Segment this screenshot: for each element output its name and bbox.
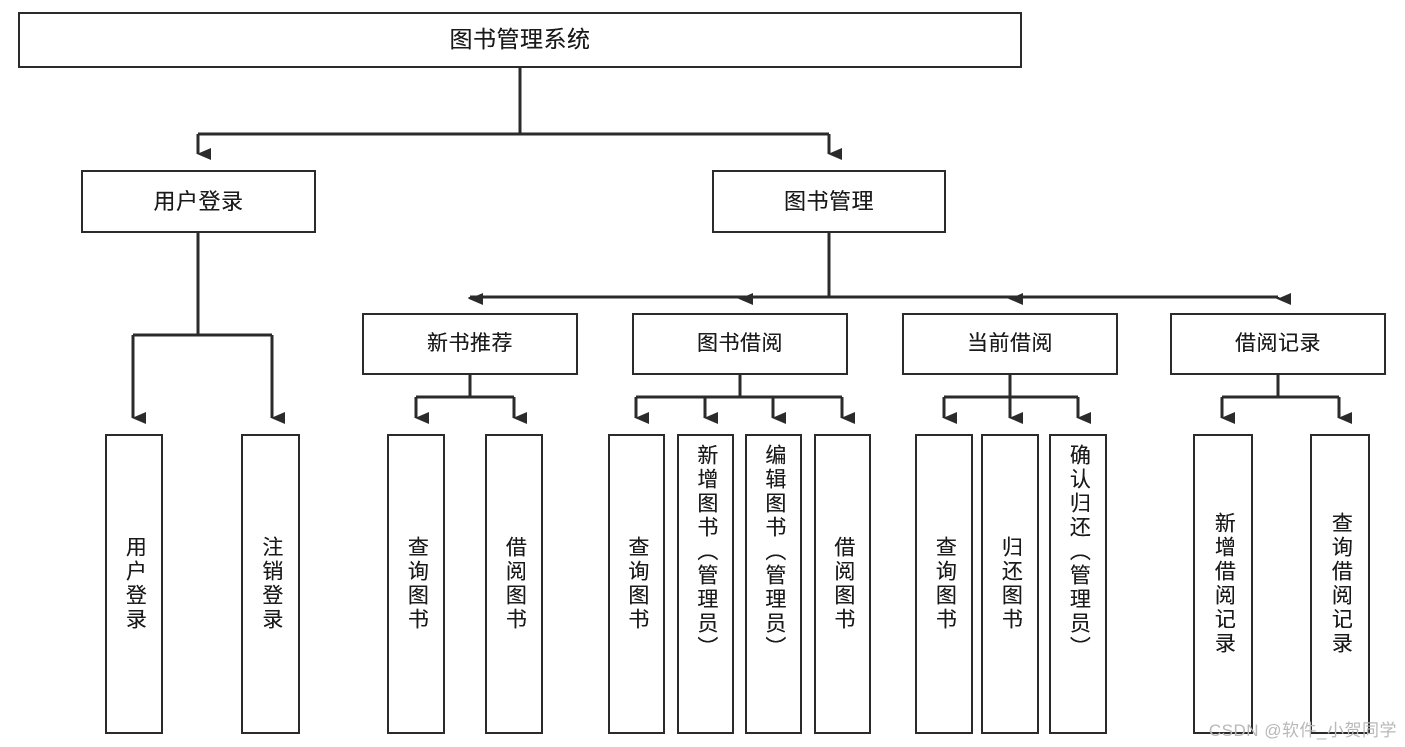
node-leaf-borrow-book-2-label: 借阅图书 [831,536,855,632]
node-leaf-query-book-1-label: 查询图书 [405,536,429,632]
node-root-label: 图书管理系统 [449,26,591,53]
node-current-borrow-label: 当前借阅 [967,331,1053,355]
node-leaf-user-login[interactable]: 用户登录 [105,434,163,734]
node-leaf-query-book-3[interactable]: 查询图书 [915,434,973,734]
node-leaf-return-book[interactable]: 归还图书 [981,434,1039,734]
node-root[interactable]: 图书管理系统 [18,12,1022,68]
node-leaf-query-book-2-label: 查询图书 [625,536,649,632]
node-leaf-query-book-3-label: 查询图书 [933,536,957,632]
node-leaf-borrow-book-2[interactable]: 借阅图书 [814,434,871,734]
node-current-borrow[interactable]: 当前借阅 [902,313,1118,375]
node-book-manage-label: 图书管理 [783,188,874,214]
node-leaf-return-book-label: 归还图书 [999,536,1023,632]
node-leaf-user-logout-label: 注销登录 [259,536,283,632]
node-leaf-add-record[interactable]: 新增借阅记录 [1193,434,1253,734]
node-leaf-query-record-label: 查询借阅记录 [1329,512,1353,656]
node-new-book-recommend[interactable]: 新书推荐 [362,313,578,375]
node-user-login-label: 用户登录 [153,188,244,214]
node-leaf-query-record[interactable]: 查询借阅记录 [1310,434,1370,734]
node-borrow-record[interactable]: 借阅记录 [1170,313,1386,375]
node-leaf-query-book-2[interactable]: 查询图书 [608,434,665,734]
watermark: CSDN @软件_小贺同学 [1208,721,1397,740]
node-new-book-recommend-label: 新书推荐 [427,331,513,355]
node-leaf-add-book-label: 新增图书（管理员） [694,444,718,660]
node-leaf-add-book[interactable]: 新增图书（管理员） [677,434,734,734]
node-leaf-borrow-book-1-label: 借阅图书 [503,536,527,632]
node-book-borrow-label: 图书借阅 [697,331,783,355]
node-leaf-confirm-return[interactable]: 确认归还（管理员） [1049,434,1107,734]
node-leaf-edit-book[interactable]: 编辑图书（管理员） [745,434,802,734]
node-leaf-edit-book-label: 编辑图书（管理员） [762,444,786,660]
node-leaf-borrow-book-1[interactable]: 借阅图书 [485,434,543,734]
node-borrow-record-label: 借阅记录 [1235,331,1321,355]
node-leaf-query-book-1[interactable]: 查询图书 [387,434,445,734]
node-leaf-user-logout[interactable]: 注销登录 [241,434,300,734]
node-user-login[interactable]: 用户登录 [81,170,316,233]
node-leaf-add-record-label: 新增借阅记录 [1212,512,1236,656]
node-leaf-user-login-label: 用户登录 [123,536,147,632]
node-book-manage[interactable]: 图书管理 [712,170,946,233]
node-leaf-confirm-return-label: 确认归还（管理员） [1067,444,1091,660]
node-book-borrow[interactable]: 图书借阅 [632,313,848,375]
